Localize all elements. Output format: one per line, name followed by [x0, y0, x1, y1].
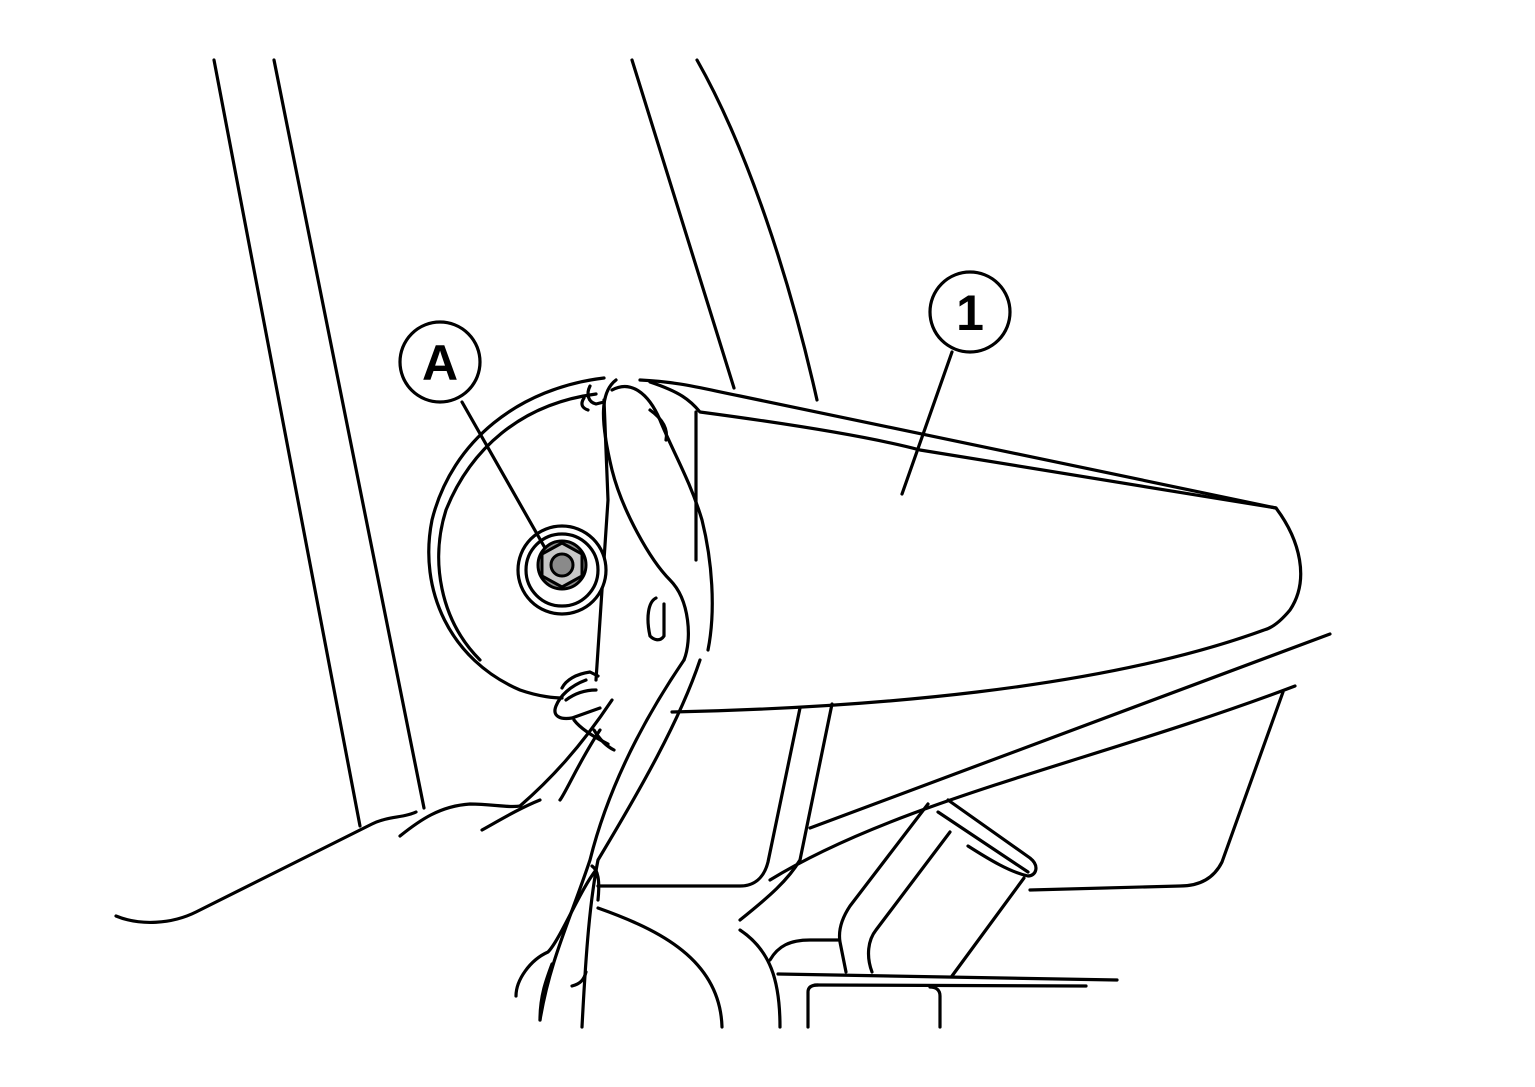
interior-bracket	[596, 702, 840, 1029]
callout-1: 1	[900, 270, 1012, 496]
mirror-mount	[427, 376, 714, 700]
callout-a: A	[398, 320, 547, 550]
mounting-nut	[516, 524, 608, 616]
window-frame-pillar	[630, 58, 819, 402]
callout-1-label: 1	[956, 285, 984, 341]
callout-a-label: A	[422, 335, 458, 391]
mirror-housing	[638, 378, 1303, 714]
a-pillar-left	[212, 58, 426, 828]
lower-component	[837, 798, 1038, 978]
door-panel	[114, 632, 1332, 1029]
harness-and-hand	[514, 658, 702, 1029]
